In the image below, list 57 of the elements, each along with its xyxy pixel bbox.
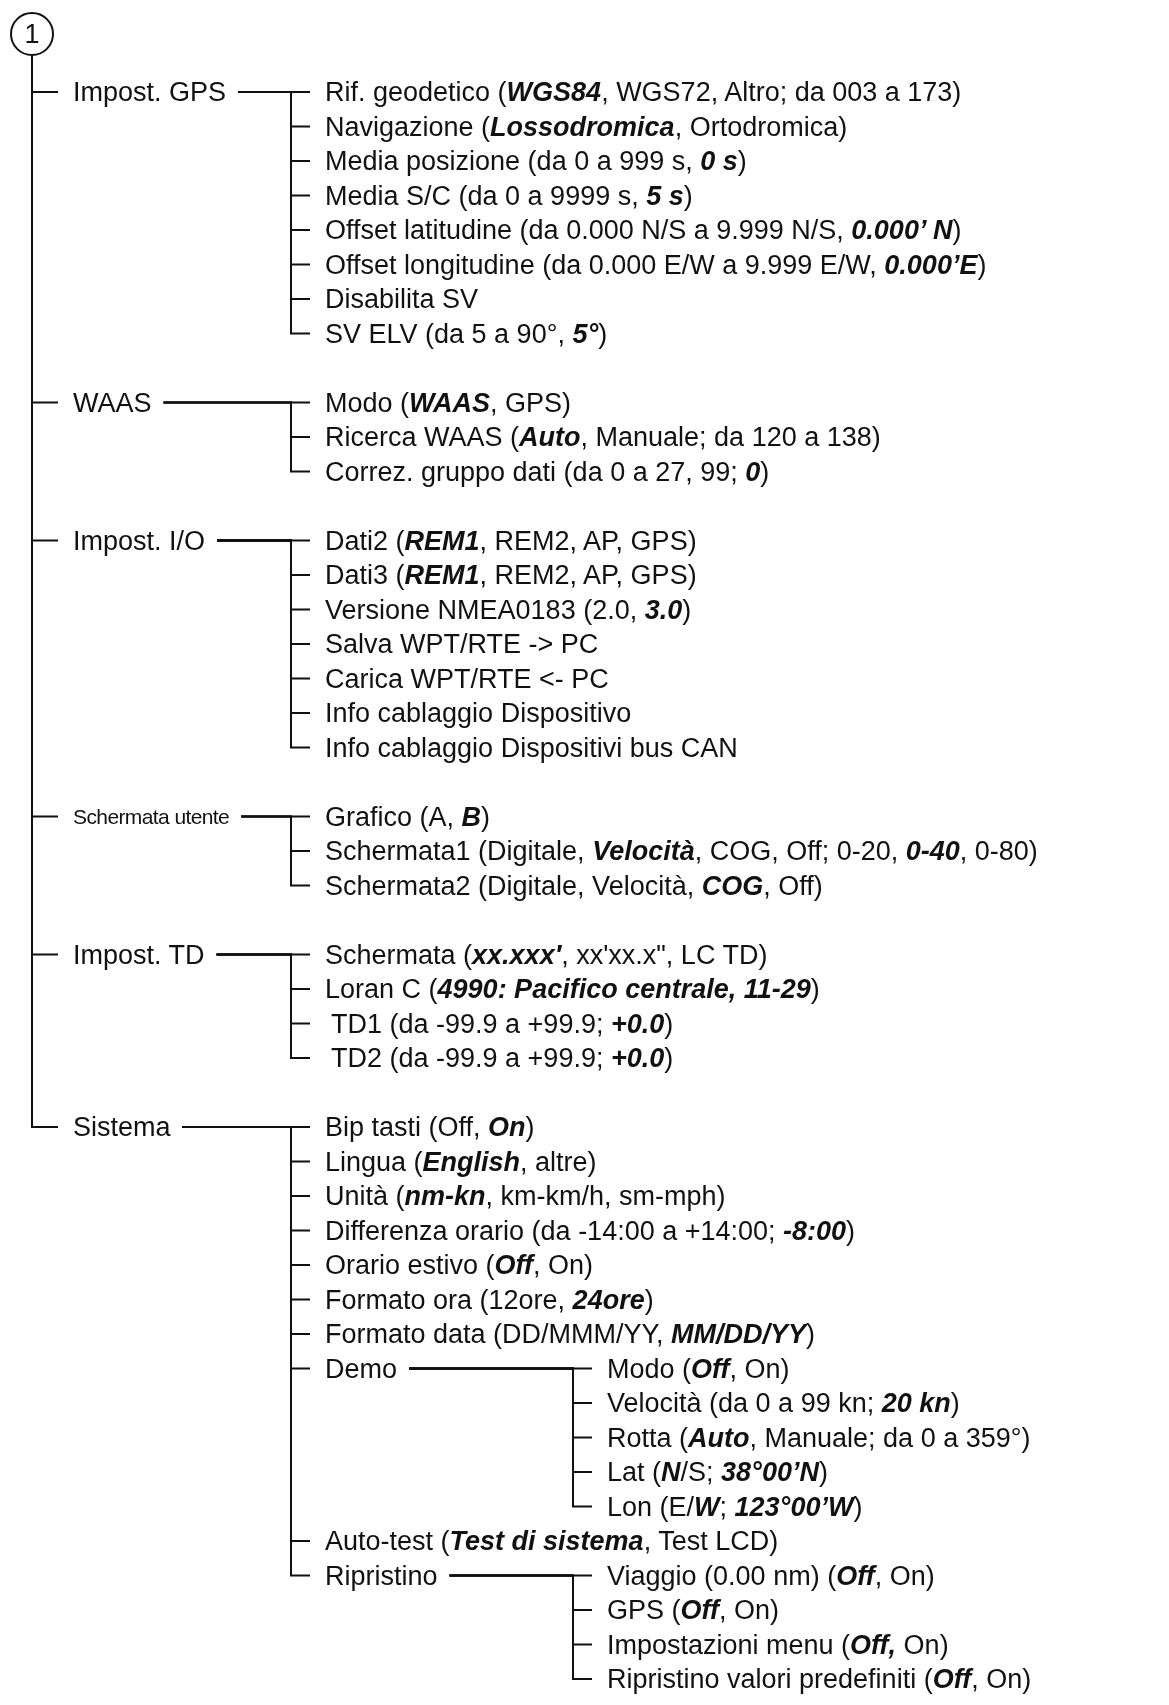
menu-item-label: Differenza orario (da -14:00 a +14:00; -8:00): [310, 1214, 868, 1247]
menu-item-label: Formato ora (12ore, 24ore): [310, 1283, 666, 1316]
menu-group-label: Ripristino: [310, 1559, 450, 1592]
menu-item-label: Rotta (Auto, Manuale; da 0 a 359°): [592, 1421, 1043, 1454]
menu-item-label: Schermata2 (Digitale, Velocità, COG, Off): [310, 869, 835, 902]
menu-item-label: Bip tasti (Off, On): [310, 1111, 547, 1143]
menu-item-label: Navigazione (Lossodromica, Ortodromica): [310, 110, 860, 143]
tree-connector-line: [162, 401, 311, 473]
menu-item-label: Media posizione (da 0 a 999 s, 0 s): [310, 145, 759, 177]
menu-item-label: Dati2 (REM1, REM2, AP, GPS): [310, 524, 709, 557]
menu-item-label: Media S/C (da 0 a 9999 s, 5 s): [310, 179, 705, 212]
menu-item-label: Velocità (da 0 a 99 kn; 20 kn): [592, 1387, 972, 1419]
menu-item-label: Versione NMEA0183 (2.0, 3.0): [310, 593, 704, 626]
tree-connector-line: [448, 1574, 593, 1680]
menu-item-label: Grafico (A, B): [310, 800, 503, 833]
tree-connector-line: [408, 1367, 593, 1508]
menu-item-label: Ricerca WAAS (Auto, Manuale; da 120 a 138): [310, 421, 893, 453]
tree-connector-line: [215, 953, 311, 1059]
menu-item-label: Ripristino valori predefiniti (Off, On): [592, 1663, 1044, 1695]
menu-item-label: Lat (N/S; 38°00’N): [592, 1456, 840, 1488]
menu-item-label: Loran C (4990: Pacifico centrale, 11-29): [310, 973, 832, 1005]
menu-item-label: SV ELV (da 5 a 90°, 5°): [310, 317, 620, 350]
menu-item-label: Orario estivo (Off, On): [310, 1249, 606, 1281]
menu-group-label: Impost. I/O: [58, 524, 218, 557]
tree-connector-line: [216, 539, 311, 749]
menu-group-label: WAAS: [58, 386, 164, 419]
menu-group-label: Schermata utente: [58, 800, 242, 833]
step-number-circle: 1: [10, 12, 54, 56]
menu-item-label: Info cablaggio Dispositivo: [310, 697, 644, 729]
menu-item-label: Correz. gruppo dati (da 0 a 27, 99; 0): [310, 455, 782, 488]
menu-group-label: Demo: [310, 1352, 410, 1385]
menu-item-label: Rif. geodetico (WGS84, WGS72, Altro; da 003 a 173): [310, 76, 974, 108]
menu-group-label: Sistema: [58, 1111, 183, 1143]
menu-item-label: Modo (WAAS, GPS): [310, 386, 584, 419]
menu-item-label: Impostazioni menu (Off, On): [592, 1628, 961, 1661]
menu-item-label: Schermata (xx.xxx′, xx'xx.x", LC TD): [310, 938, 780, 971]
menu-item-label: Dati3 (REM1, REM2, AP, GPS): [310, 559, 709, 591]
menu-item-label: Lingua (English, altre): [310, 1145, 609, 1178]
menu-item-label: Offset latitudine (da 0.000 N/S a 9.999 N/S, 0.000’ N): [310, 214, 974, 246]
menu-item-label: Schermata1 (Digitale, Velocità, COG, Off; 0-20, 0-40, 0-80): [310, 835, 1050, 867]
menu-item-label: Unità (nm-kn, km-km/h, sm-mph): [310, 1180, 738, 1212]
menu-item-label: Info cablaggio Dispositivi bus CAN: [310, 731, 750, 764]
menu-item-label: Lon (E/W; 123°00’W): [592, 1490, 875, 1523]
tree-connector-line: [240, 815, 311, 887]
menu-item-label: Formato data (DD/MMM/YY, MM/DD/YY): [310, 1318, 828, 1350]
menu-item-label: Carica WPT/RTE <- PC: [310, 662, 621, 695]
menu-item-label: TD2 (da -99.9 a +99.9; +0.0): [310, 1042, 686, 1074]
menu-item-label: Viaggio (0.00 nm) (Off, On): [592, 1559, 947, 1592]
menu-item-label: TD1 (da -99.9 a +99.9; +0.0): [310, 1007, 686, 1040]
menu-item-label: Salva WPT/RTE -> PC: [310, 628, 611, 660]
menu-item-label: Offset longitudine (da 0.000 E/W a 9.999 E/W, 0.000’E): [310, 248, 999, 281]
menu-item-label: Modo (Off, On): [592, 1352, 802, 1385]
menu-group-label: Impost. TD: [58, 938, 217, 971]
menu-item-label: GPS (Off, On): [592, 1594, 792, 1626]
menu-item-label: Auto-test (Test di sistema, Test LCD): [310, 1525, 791, 1557]
menu-group-label: Impost. GPS: [58, 76, 239, 108]
menu-item-label: Disabilita SV: [310, 283, 491, 315]
